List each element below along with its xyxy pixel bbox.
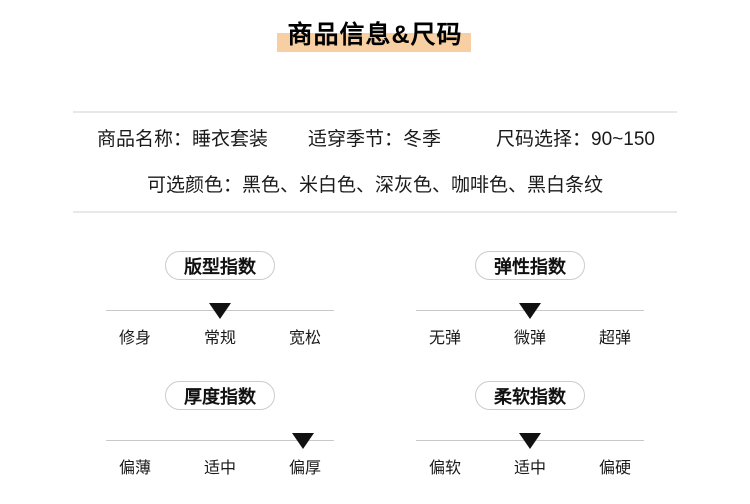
option-label: 微弹 xyxy=(513,330,546,347)
page-title: 商品信息&尺码 xyxy=(277,21,471,52)
elasticity-index-options: 无弹 微弹 超弹 xyxy=(416,329,644,348)
header: 商品信息&尺码 xyxy=(0,0,750,52)
color-options-text: 可选颜色：黑色、米白色、深灰色、咖啡色、黑白条纹 xyxy=(146,175,603,196)
product-name-field: 商品名称：睡衣套装 xyxy=(97,129,269,150)
elasticity-index-badge: 弹性指数 xyxy=(475,251,585,280)
option-label: 偏软 xyxy=(429,460,462,477)
thickness-index-options: 偏薄 适中 偏厚 xyxy=(106,459,334,478)
option-label: 无弹 xyxy=(429,330,462,347)
option-label: 常规 xyxy=(203,330,236,347)
softness-index-scale xyxy=(416,433,644,449)
index-section-elasticity: 弹性指数 无弹 微弹 超弹 xyxy=(375,251,685,348)
softness-index-label: 柔软指数 xyxy=(494,386,566,407)
season-field: 适穿季节：冬季 xyxy=(308,129,442,150)
size-range-field: 尺码选择：90~150 xyxy=(496,129,655,150)
option-label: 偏薄 xyxy=(119,460,152,477)
option-label: 修身 xyxy=(119,330,152,347)
softness-index-badge: 柔软指数 xyxy=(475,381,585,410)
fit-index-options: 修身 常规 宽松 xyxy=(106,329,334,348)
option-label: 偏硬 xyxy=(598,460,631,477)
elasticity-index-scale xyxy=(416,303,644,319)
triangle-marker-icon xyxy=(519,433,541,449)
page-title-text: 商品信息&尺码 xyxy=(287,21,463,49)
fit-index-scale xyxy=(106,303,334,319)
thickness-index-label: 厚度指数 xyxy=(184,386,256,407)
triangle-marker-icon xyxy=(292,433,315,449)
index-section-softness: 柔软指数 偏软 适中 偏硬 xyxy=(375,381,685,478)
option-label: 偏厚 xyxy=(288,460,321,477)
triangle-marker-icon xyxy=(519,303,541,319)
fit-index-label: 版型指数 xyxy=(184,256,256,277)
info-divider-top xyxy=(73,111,677,113)
option-label: 适中 xyxy=(203,460,236,477)
elasticity-index-label: 弹性指数 xyxy=(494,256,566,277)
triangle-marker-icon xyxy=(209,303,231,319)
option-label: 超弹 xyxy=(598,330,631,347)
option-label: 宽松 xyxy=(288,330,321,347)
info-divider-bottom xyxy=(73,211,677,213)
product-info-row: 商品名称：睡衣套装 适穿季节：冬季 尺码选择：90~150 xyxy=(73,130,677,149)
option-label: 适中 xyxy=(513,460,546,477)
index-section-fit: 版型指数 修身 常规 宽松 xyxy=(65,251,375,348)
index-section-thickness: 厚度指数 偏薄 适中 偏厚 xyxy=(65,381,375,478)
thickness-index-badge: 厚度指数 xyxy=(165,381,275,410)
thickness-index-scale xyxy=(106,433,334,449)
scale-line xyxy=(106,440,334,441)
fit-index-badge: 版型指数 xyxy=(165,251,275,280)
index-grid: 版型指数 修身 常规 宽松 弹性指数 无弹 微弹 超弹 厚度指数 xyxy=(65,251,685,478)
product-info-section: 商品名称：睡衣套装 适穿季节：冬季 尺码选择：90~150 可选颜色：黑色、米白… xyxy=(73,130,677,195)
softness-index-options: 偏软 适中 偏硬 xyxy=(416,459,644,478)
